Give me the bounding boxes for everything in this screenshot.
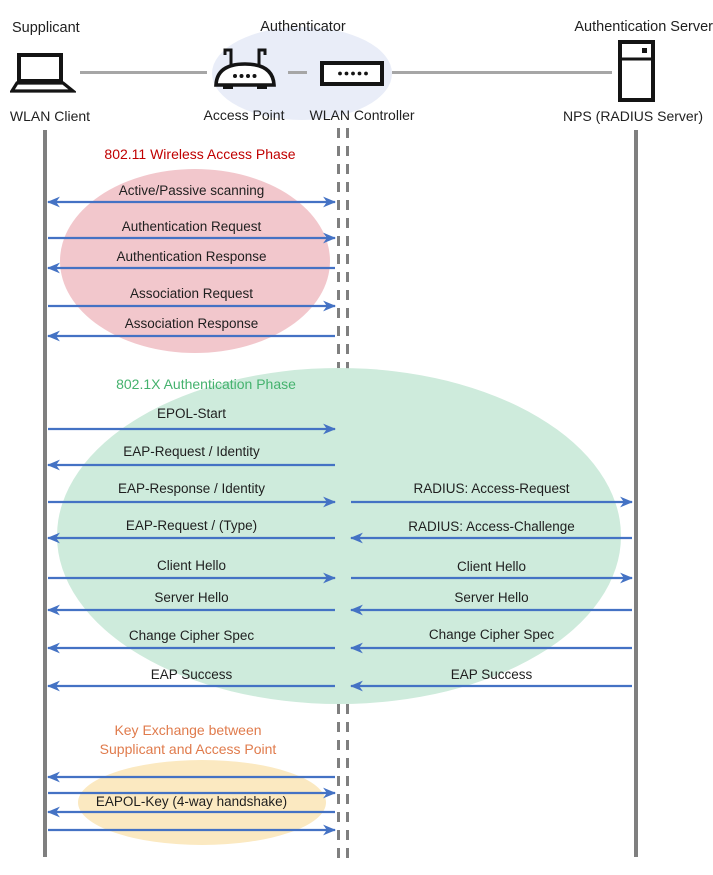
lifeline-wlan-client: [43, 130, 47, 857]
msg-eap-success-left: EAP Success: [150, 667, 233, 682]
actor-label-access-point: Access Point: [203, 107, 285, 123]
msg-association-request: Association Request: [129, 286, 254, 301]
connector-ap-to-controller: [288, 71, 307, 74]
msg-authentication-response: Authentication Response: [116, 249, 267, 264]
msg-client-hello-left: Client Hello: [156, 558, 227, 573]
msg-eap-request-identity: EAP-Request / Identity: [123, 444, 260, 459]
connector-client-to-ap: [80, 71, 207, 74]
msg-epol-start: EPOL-Start: [156, 406, 227, 421]
phase1-title: 802.11 Wireless Access Phase: [104, 146, 296, 162]
lifeline-radius-server: [634, 130, 638, 857]
msg-authentication-request: Authentication Request: [121, 219, 262, 234]
actor-role-supplicant: Supplicant: [12, 20, 80, 36]
msg-eap-response-identity: EAP-Response / Identity: [117, 481, 266, 496]
phase3-title: Key Exchange between Supplicant and Acce…: [58, 721, 318, 759]
actor-role-auth-server: Authentication Server: [574, 19, 713, 35]
server-icon: [617, 40, 657, 102]
actor-role-authenticator: Authenticator: [260, 19, 346, 35]
access-point-icon: [214, 46, 276, 92]
connector-controller-to-server: [392, 71, 612, 74]
phase3-title-line1: Key Exchange between: [114, 722, 262, 738]
msg-eap-success-right: EAP Success: [450, 667, 533, 682]
msg-radius-access-challenge: RADIUS: Access-Challenge: [408, 519, 575, 534]
phase2-title: 802.1X Authentication Phase: [116, 376, 296, 392]
laptop-icon: [10, 52, 76, 94]
msg-change-cipher-spec-left: Change Cipher Spec: [128, 628, 255, 643]
msg-server-hello-left: Server Hello: [154, 590, 229, 605]
msg-association-response: Association Response: [124, 316, 259, 331]
actor-label-wlan-client: WLAN Client: [9, 108, 91, 124]
msg-eap-request-type: EAP-Request / (Type): [125, 518, 258, 533]
actor-label-nps: NPS (RADIUS Server): [562, 108, 704, 124]
msg-eapol-key-4way-handshake: EAPOL-Key (4-way handshake): [95, 794, 288, 809]
msg-client-hello-right: Client Hello: [456, 559, 527, 574]
msg-active-passive-scanning: Active/Passive scanning: [118, 183, 265, 198]
wlan-controller-icon: [320, 61, 384, 86]
phase3-title-line2: Supplicant and Access Point: [99, 741, 277, 757]
actor-label-wlan-controller: WLAN Controller: [309, 107, 415, 123]
msg-radius-access-request: RADIUS: Access-Request: [413, 481, 570, 496]
msg-server-hello-right: Server Hello: [454, 590, 529, 605]
msg-change-cipher-spec-right: Change Cipher Spec: [428, 627, 555, 642]
